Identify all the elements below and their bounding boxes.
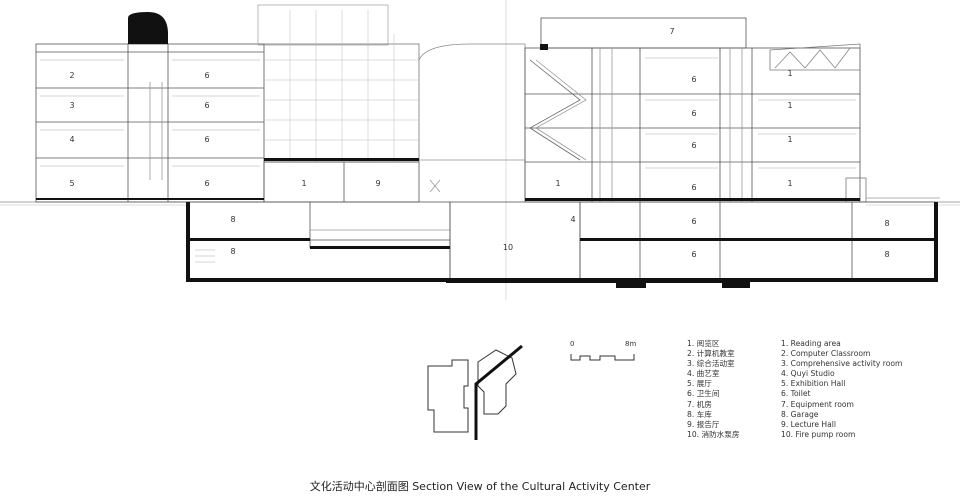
legend-chinese: 1. 阅览区 2. 计算机教室 3. 综合活动室 4. 曲艺室 5. 展厅 6.… <box>687 339 739 440</box>
room-label-10: 10 <box>503 243 513 252</box>
room-label-6: 6 <box>691 217 696 226</box>
legend-en-item: 3. Comprehensive activity room <box>781 359 903 369</box>
room-label-1: 1 <box>787 69 792 78</box>
room-label-8: 8 <box>230 247 235 256</box>
room-label-6: 6 <box>204 71 209 80</box>
room-label-2: 2 <box>69 71 74 80</box>
legend-english: 1. Reading area 2. Computer Classroom 3.… <box>781 339 902 440</box>
legend-cn-item: 4. 曲艺室 <box>687 369 720 379</box>
room-label-4: 4 <box>570 215 575 224</box>
room-label-5: 5 <box>69 179 74 188</box>
basement-center <box>449 201 581 281</box>
legend-en-item: 4. Quyi Studio <box>781 369 835 379</box>
room-label-6: 6 <box>691 109 696 118</box>
room-label-8: 8 <box>884 250 889 259</box>
right-block <box>524 47 861 203</box>
legend-cn-item: 1. 阅览区 <box>687 339 720 348</box>
legend-en-item: 7. Equipment room <box>781 399 854 409</box>
legend-cn-item: 10. 消防水泵房 <box>687 429 740 439</box>
section-drawing: 2 3 4 5 6 6 6 6 1 9 7 6 6 6 6 1 1 1 1 1 … <box>0 0 960 300</box>
room-label-7: 7 <box>669 27 674 36</box>
room-label-6: 6 <box>691 183 696 192</box>
roof-equipment <box>540 17 747 49</box>
legend-cn-item: 5. 展厅 <box>687 379 712 389</box>
legend-cn-item: 8. 车库 <box>687 409 712 419</box>
legend-cn-item: 7. 机房 <box>687 399 712 409</box>
figure-caption: 文化活动中心剖面图 Section View of the Cultural A… <box>309 480 651 493</box>
key-plan <box>427 344 523 440</box>
stair-tower-cap <box>128 12 168 44</box>
room-label-1: 1 <box>787 135 792 144</box>
legend-en-item: 8. Garage <box>781 409 819 419</box>
key-plan-right-block <box>477 349 517 415</box>
legend-cn-item: 9. 报告厅 <box>687 419 720 429</box>
room-label-1: 1 <box>787 101 792 110</box>
room-label-3: 3 <box>69 101 74 110</box>
room-label-6: 6 <box>691 250 696 259</box>
legend-cn-item: 6. 卫生间 <box>687 389 720 399</box>
room-numbers: 2 3 4 5 6 6 6 6 1 9 7 6 6 6 6 1 1 1 1 1 … <box>69 27 889 259</box>
scale-bar-end: 8m <box>625 340 637 348</box>
room-label-6: 6 <box>204 101 209 110</box>
legend-en-item: 5. Exhibition Hall <box>781 379 846 389</box>
room-label-1: 1 <box>787 179 792 188</box>
atrium <box>263 43 420 163</box>
room-label-6: 6 <box>204 135 209 144</box>
legend-en-item: 2. Computer Classroom <box>781 349 871 359</box>
scale-bar-graphic <box>570 354 635 361</box>
room-label-1: 1 <box>555 179 560 188</box>
legend-en-item: 10. Fire pump room <box>781 429 856 439</box>
room-label-9: 9 <box>375 179 380 188</box>
room-label-8: 8 <box>230 215 235 224</box>
hall-1-9 <box>263 161 420 203</box>
room-label-6: 6 <box>691 141 696 150</box>
scale-bar-start: 0 <box>570 340 575 348</box>
legend-en-item: 6. Toilet <box>781 389 811 399</box>
heavy-walls <box>36 12 938 288</box>
atrium-upper <box>257 4 389 46</box>
room-label-1: 1 <box>301 179 306 188</box>
key-plan-left-block <box>427 359 469 433</box>
legend-en-item: 1. Reading area <box>781 339 841 348</box>
legend-cn-item: 2. 计算机教室 <box>687 349 735 359</box>
scale-bar: 0 8m <box>570 340 650 366</box>
room-label-4: 4 <box>69 135 74 144</box>
legend-en-item: 9. Lecture Hall <box>781 419 837 429</box>
legend-cn-item: 3. 综合活动室 <box>687 359 735 369</box>
room-label-6: 6 <box>204 179 209 188</box>
room-label-6: 6 <box>691 75 696 84</box>
section-cut-line <box>474 344 523 440</box>
room-label-8: 8 <box>884 219 889 228</box>
